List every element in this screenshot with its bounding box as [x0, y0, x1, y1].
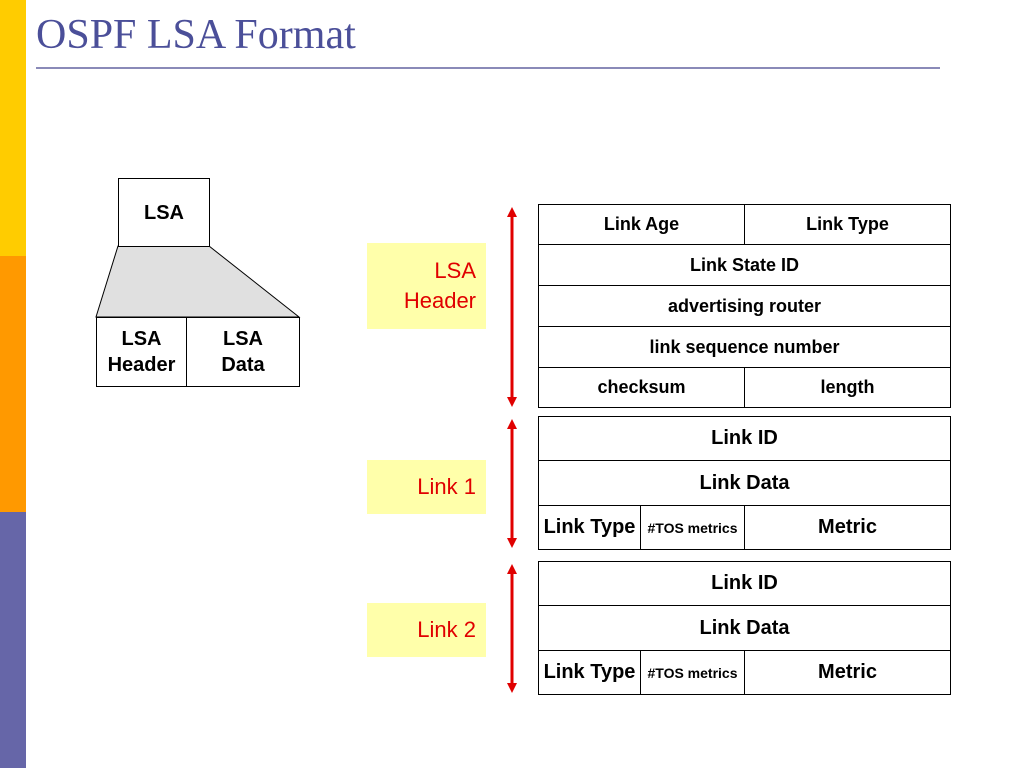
- link1-link-type: Link Type: [538, 505, 641, 550]
- link2-metric: Metric: [744, 650, 951, 695]
- link2-link-type-label: Link Type: [543, 661, 636, 683]
- field-link-sequence-number: link sequence number: [538, 326, 951, 368]
- link1-tos-metrics: #TOS metrics: [640, 505, 745, 550]
- lsa-box: LSA: [118, 178, 210, 247]
- link2-link-id: Link ID: [538, 561, 951, 606]
- lsa-header-box-label: LSA Header: [107, 328, 176, 376]
- link2-link-id-label: Link ID: [711, 572, 778, 594]
- lsa-data-box-label: LSA Data: [221, 328, 265, 376]
- field-advertising-router-label: advertising router: [667, 295, 822, 316]
- field-link-state-id-label: Link State ID: [689, 254, 800, 275]
- link2-link-type: Link Type: [538, 650, 641, 695]
- field-checksum-label: checksum: [597, 377, 686, 397]
- link1-link-data-label: Link Data: [699, 471, 790, 494]
- lsa-data-box: LSA Data: [186, 317, 300, 387]
- field-link-age-label: Link Age: [603, 214, 680, 234]
- link1-link-id-label: Link ID: [711, 427, 778, 449]
- link2-link-data-label: Link Data: [699, 616, 790, 639]
- link2-metric-label: Metric: [818, 661, 877, 683]
- field-link-type-label: Link Type: [806, 214, 889, 234]
- slide-title: OSPF LSA Format: [36, 12, 356, 58]
- section-label-link2: Link 2: [367, 603, 486, 657]
- section-label-link2-text: Link 2: [417, 617, 476, 643]
- field-length: length: [744, 367, 951, 408]
- field-link-state-id: Link State ID: [538, 244, 951, 286]
- field-link-type: Link Type: [744, 204, 951, 245]
- link1-metric-label: Metric: [818, 516, 877, 538]
- section-label-link1-text: Link 1: [417, 474, 476, 500]
- link1-link-type-label: Link Type: [543, 516, 636, 538]
- field-checksum: checksum: [538, 367, 745, 408]
- sidebar-accent-middle: [0, 256, 26, 512]
- sidebar-accent-top: [0, 0, 26, 256]
- section-label-link1: Link 1: [367, 460, 486, 514]
- field-link-age: Link Age: [538, 204, 745, 245]
- lsa-box-label: LSA: [144, 201, 184, 224]
- link2-tos-metrics-label: #TOS metrics: [647, 664, 738, 681]
- link1-metric: Metric: [744, 505, 951, 550]
- link2-tos-metrics: #TOS metrics: [640, 650, 745, 695]
- link1-link-data: Link Data: [538, 460, 951, 506]
- link1-tos-metrics-label: #TOS metrics: [647, 519, 738, 536]
- section-label-lsa-header: LSA Header: [367, 243, 486, 329]
- link1-link-id: Link ID: [538, 416, 951, 461]
- link2-link-data: Link Data: [538, 605, 951, 651]
- lsa-header-box: LSA Header: [96, 317, 187, 387]
- field-link-sequence-number-label: link sequence number: [649, 336, 840, 357]
- section-label-lsa-header-text: LSA Header: [403, 258, 476, 313]
- title-underline: [36, 67, 940, 69]
- field-length-label: length: [820, 377, 875, 397]
- sidebar-accent-bottom: [0, 512, 26, 768]
- field-advertising-router: advertising router: [538, 285, 951, 327]
